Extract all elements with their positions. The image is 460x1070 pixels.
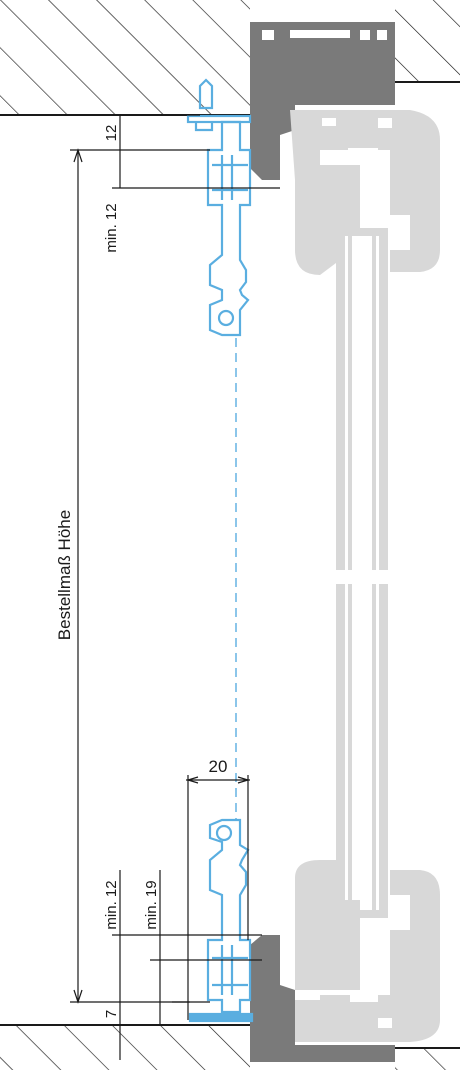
screen-profile-top (186, 78, 252, 337)
dimension-lines (70, 114, 280, 1060)
bottom-min-19-label: min. 19 (143, 880, 160, 929)
height-label: Bestellmaß Höhe (55, 510, 74, 640)
bottom-min-12-label: min. 12 (103, 880, 120, 929)
top-min-label: min. 12 (103, 203, 120, 252)
frame-profile-bottom-light (290, 860, 440, 1042)
top-gap-label: 12 (103, 125, 120, 142)
screen-profile-bottom (188, 818, 254, 1023)
width-label: 20 (209, 757, 228, 776)
glass-pane (336, 228, 388, 918)
wall-bottom (0, 1024, 460, 1070)
wall-top (0, 0, 460, 116)
frame-profile-bottom-dark (250, 935, 395, 1062)
frame-profile-top-light (290, 110, 440, 275)
frame-profile-top-dark (250, 22, 395, 180)
bottom-gap-label: 7 (103, 1010, 120, 1018)
